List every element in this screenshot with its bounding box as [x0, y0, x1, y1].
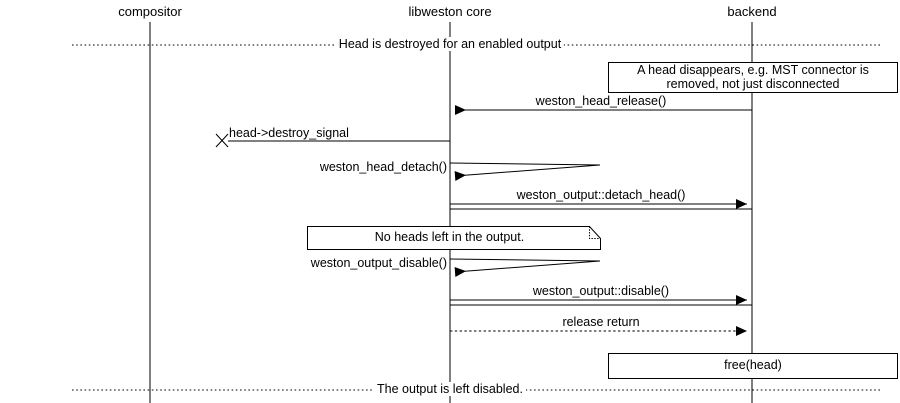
message-label-weston-output-disable-self: weston_output_disable() — [310, 256, 447, 270]
message-label-release-return: release return — [562, 315, 640, 329]
note-mst-note-text: A head disappears, e.g. MST connector is… — [608, 63, 898, 91]
message-label-weston-head-release: weston_head_release() — [535, 94, 667, 108]
note-no-heads-note-shape — [307, 226, 601, 250]
message-weston-head-detach-shape — [449, 162, 601, 181]
note-mst-note-line1: A head disappears, e.g. MST connector is — [637, 63, 869, 77]
message-label-weston-head-detach: weston_head_detach() — [319, 160, 447, 174]
message-label-weston-output-detach-head: weston_output::detach_head() — [516, 188, 686, 202]
note-no-heads-note-line1: No heads left in the output. — [374, 230, 525, 244]
actor-label-backend: backend — [727, 4, 777, 19]
message-label-weston-output-disable: weston_output::disable() — [532, 284, 670, 298]
note-mst-note-shape — [608, 62, 898, 93]
message-label-head-destroy-signal: head->destroy_signal — [229, 126, 349, 140]
message-weston-output-disable-shape — [450, 295, 752, 306]
message-weston-output-disable-self-shape — [449, 258, 601, 277]
box-free-head-box-shape — [608, 353, 898, 379]
note-no-heads-note-text: No heads left in the output. — [307, 230, 592, 245]
message-head-destroy-signal-shape — [215, 133, 450, 148]
actor-label-compositor: compositor — [118, 4, 182, 19]
note-mst-note-line2: removed, not just disconnected — [666, 76, 840, 91]
divider-label-bottom: The output is left disabled. — [374, 382, 526, 396]
actor-label-libweston-core: libweston core — [408, 4, 492, 19]
divider-lines — [72, 44, 880, 391]
box-free-head-label: free(head) — [724, 358, 782, 372]
divider-label-top: Head is destroyed for an enabled output — [335, 37, 565, 51]
message-weston-output-detach-head-shape — [450, 199, 752, 210]
